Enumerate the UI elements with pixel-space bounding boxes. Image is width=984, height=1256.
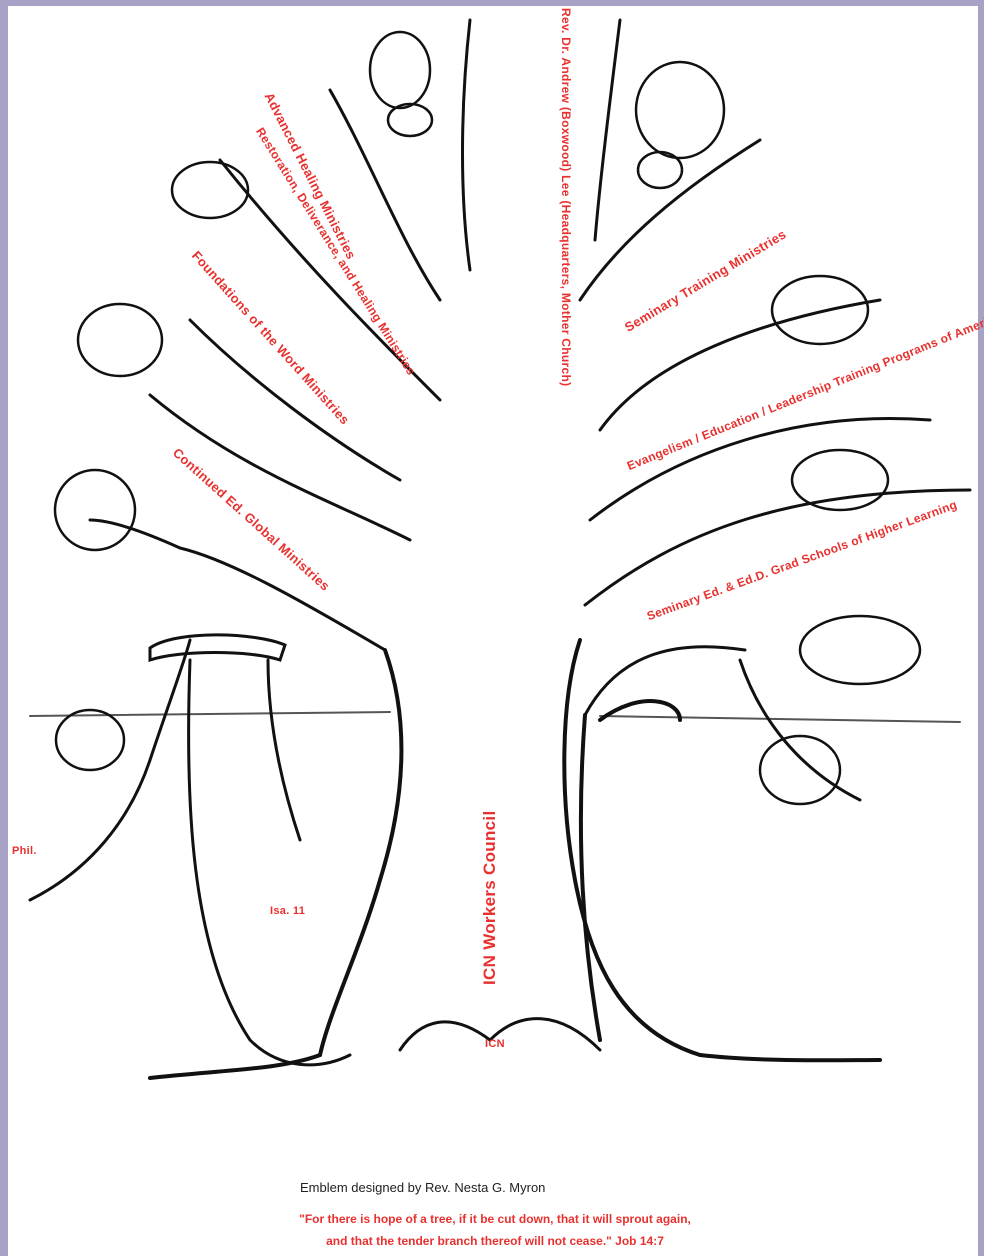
designer-credit: Emblem designed by Rev. Nesta G. Myron bbox=[300, 1180, 545, 1195]
stump-label: Isa. 11 bbox=[270, 905, 305, 917]
root-label: ICN bbox=[485, 1038, 505, 1050]
center-vertical-label: Rev. Dr. Andrew (Boxwood) Lee (Headquart… bbox=[559, 8, 573, 386]
scripture-line-1: "For there is hope of a tree, if it be c… bbox=[165, 1212, 825, 1226]
scripture-line-2: and that the tender branch thereof will … bbox=[205, 1234, 785, 1248]
trunk-label: ICN Workers Council bbox=[480, 811, 500, 985]
left-root-label: Phil. bbox=[12, 845, 37, 857]
